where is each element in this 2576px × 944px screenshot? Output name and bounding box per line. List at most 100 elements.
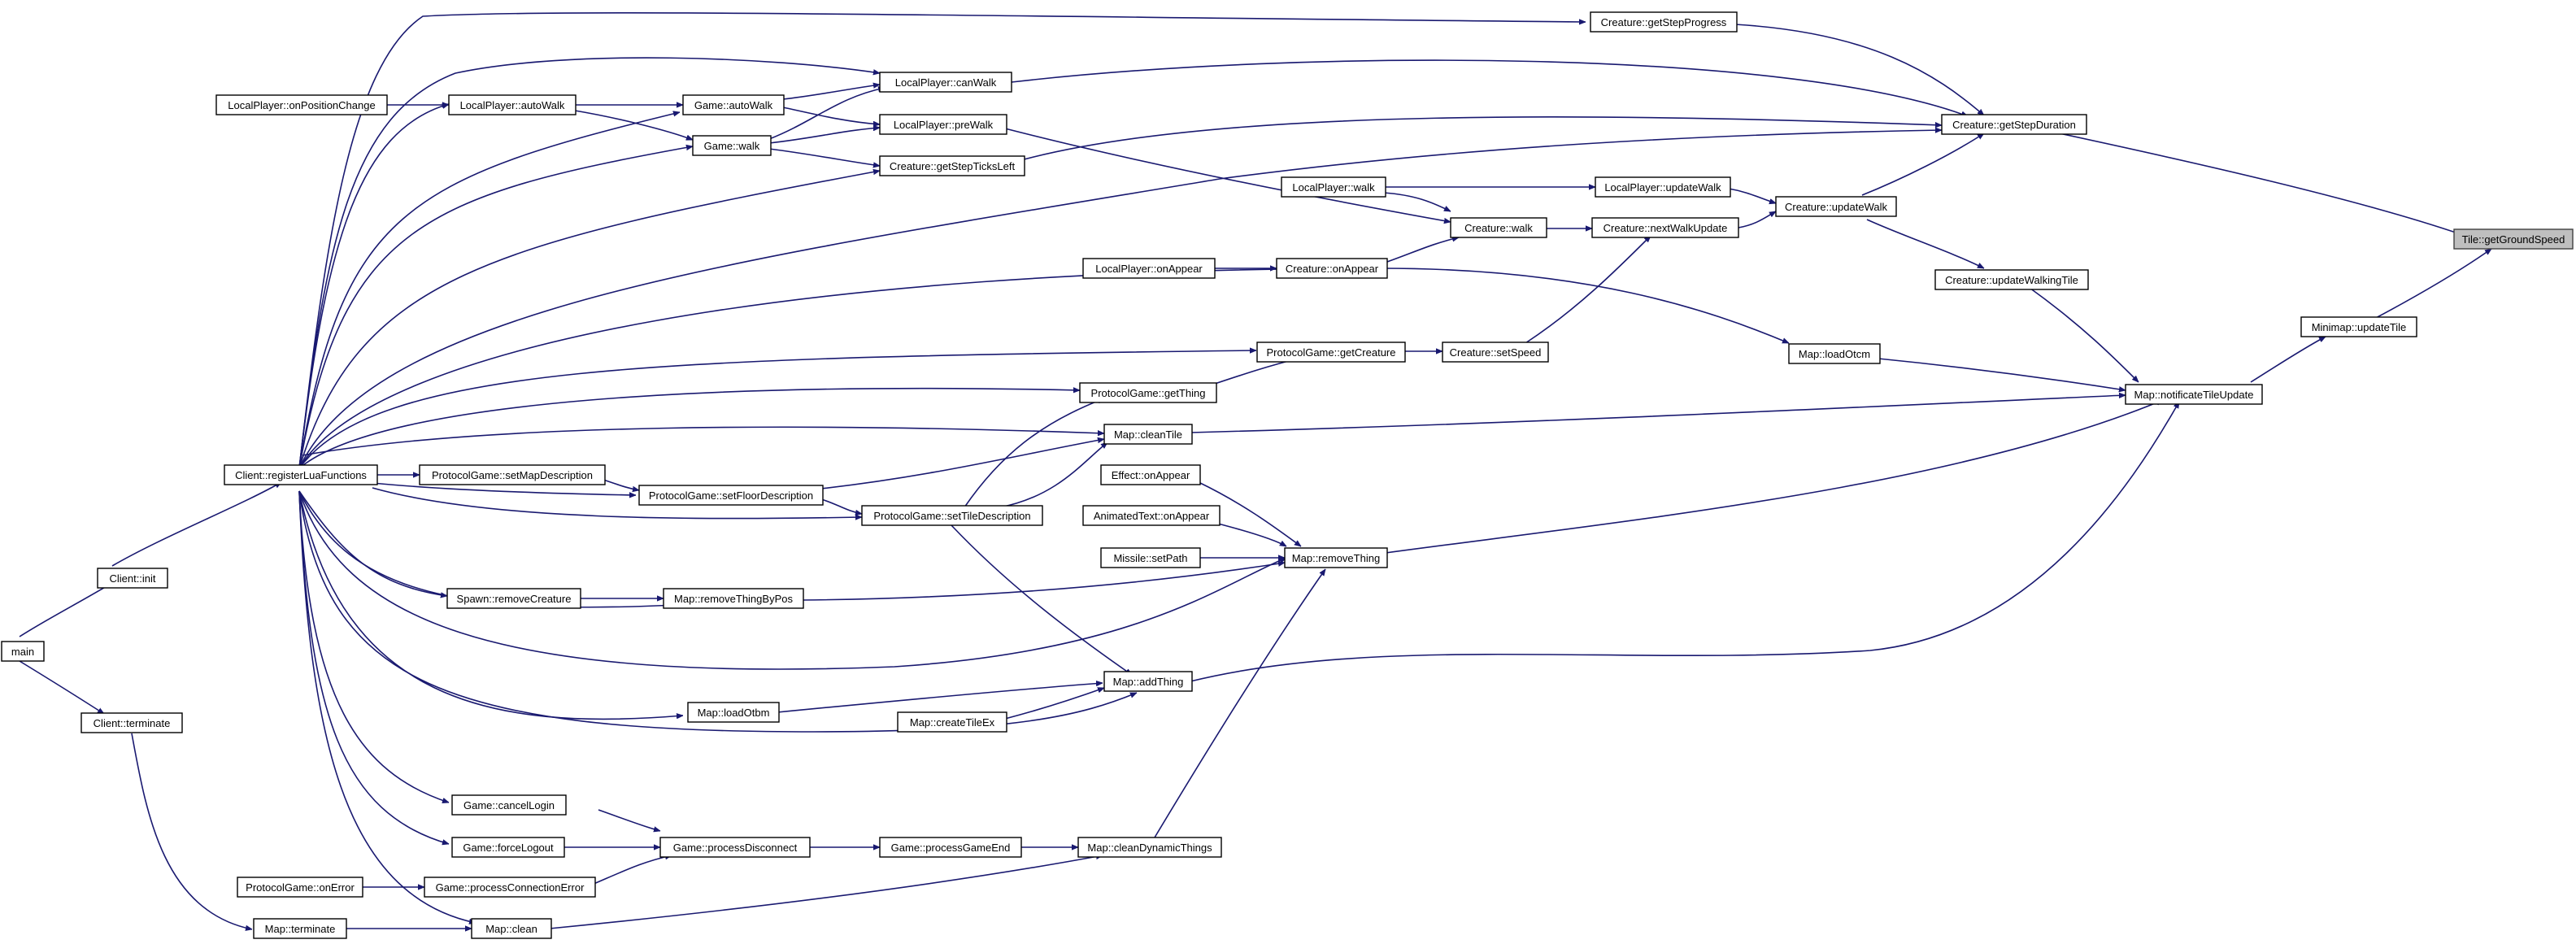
node-game-processgameend[interactable]: Game::processGameEnd	[879, 837, 1022, 858]
node-lp-autowalk[interactable]: LocalPlayer::autoWalk	[448, 94, 577, 115]
node-label: Creature::walk	[1464, 222, 1533, 234]
edge-register-c-getstepticksleft	[298, 171, 880, 469]
nodes: main Client::init Client::terminate Clie…	[1, 11, 2574, 939]
edge-register-lp-canwalk	[298, 57, 880, 469]
node-label: Creature::onAppear	[1286, 263, 1379, 275]
node-lp-onappear[interactable]: LocalPlayer::onAppear	[1082, 258, 1216, 279]
node-label: Map::cleanDynamicThings	[1087, 842, 1212, 854]
edge-register-map-removething	[298, 490, 1286, 670]
node-label: Map::notificateTileUpdate	[2134, 389, 2254, 401]
node-map-notificatetileupdate[interactable]: Map::notificateTileUpdate	[2125, 384, 2263, 405]
node-game-walk[interactable]: Game::walk	[692, 135, 772, 156]
node-label: LocalPlayer::preWalk	[894, 119, 994, 131]
node-game-autowalk[interactable]: Game::autoWalk	[682, 94, 785, 115]
node-label: LocalPlayer::onAppear	[1095, 263, 1203, 275]
edge-minimap-updatetile-tile-getgroundspeed	[2374, 248, 2491, 320]
node-label: ProtocolGame::onError	[246, 881, 355, 894]
node-map-cleantile[interactable]: Map::cleanTile	[1103, 424, 1193, 445]
node-label: Creature::updateWalkingTile	[1945, 274, 2078, 286]
node-c-getstepprogress[interactable]: Creature::getStepProgress	[1590, 11, 1738, 33]
node-game-processdisconnect[interactable]: Game::processDisconnect	[659, 837, 811, 858]
node-label: main	[11, 646, 34, 658]
edge-game-walk-lp-prewalk	[768, 128, 880, 144]
node-spawn-removecreature[interactable]: Spawn::removeCreature	[446, 588, 581, 609]
node-c-updatewalk[interactable]: Creature::updateWalk	[1775, 196, 1897, 217]
node-label: LocalPlayer::updateWalk	[1604, 181, 1721, 194]
node-c-walk[interactable]: Creature::walk	[1450, 217, 1547, 238]
node-label: Creature::getStepDuration	[1952, 119, 2076, 131]
node-minimap-updatetile[interactable]: Minimap::updateTile	[2300, 316, 2417, 337]
node-map-removethingbypos[interactable]: Map::removeThingByPos	[663, 588, 804, 609]
node-c-onappear[interactable]: Creature::onAppear	[1276, 258, 1388, 279]
node-lp-canwalk[interactable]: LocalPlayer::canWalk	[879, 72, 1012, 93]
node-tile-getgroundspeed[interactable]: Tile::getGroundSpeed	[2453, 228, 2574, 250]
edge-game-walk-lp-canwalk	[768, 88, 885, 140]
node-label: LocalPlayer::canWalk	[895, 76, 997, 89]
node-pg-getthing[interactable]: ProtocolGame::getThing	[1079, 382, 1217, 403]
node-map-cleandynamicthings[interactable]: Map::cleanDynamicThings	[1077, 837, 1222, 858]
node-client-terminate[interactable]: Client::terminate	[80, 712, 183, 733]
node-lp-walk[interactable]: LocalPlayer::walk	[1281, 176, 1386, 198]
node-label: Map::cleanTile	[1114, 428, 1182, 441]
node-map-loadotcm[interactable]: Map::loadOtcm	[1788, 343, 1881, 364]
edges	[19, 11, 2491, 929]
edge-pg-setmapdesc-pg-setfloordesc	[603, 479, 639, 490]
edge-pg-setfloordesc-pg-settiledesc	[820, 498, 862, 514]
edge-game-autowalk-lp-canwalk	[782, 85, 880, 100]
node-c-updatewalkingtile[interactable]: Creature::updateWalkingTile	[1934, 269, 2089, 290]
edge-game-cancellogin-processdisconnect	[598, 809, 660, 831]
node-label: Game::processDisconnect	[673, 842, 798, 854]
node-game-cancellogin[interactable]: Game::cancelLogin	[451, 794, 567, 816]
edge-c-updatewalk-c-getstepduration	[1861, 133, 1984, 196]
node-label: Client::init	[109, 572, 155, 585]
node-label: Map::loadOtbm	[698, 707, 770, 719]
node-c-setspeed[interactable]: Creature::setSpeed	[1442, 341, 1549, 363]
edge-lp-updatewalk-c-updatewalk	[1728, 188, 1776, 203]
node-pg-setmapdescription[interactable]: ProtocolGame::setMapDescription	[419, 464, 606, 485]
edge-register-spawn-removecreature	[298, 490, 447, 596]
node-pg-getcreature[interactable]: ProtocolGame::getCreature	[1256, 341, 1406, 363]
node-pg-onerror[interactable]: ProtocolGame::onError	[237, 877, 363, 898]
edge-register-pg-getthing	[298, 389, 1080, 469]
node-lp-updatewalk[interactable]: LocalPlayer::updateWalk	[1595, 176, 1731, 198]
node-pg-settiledescription[interactable]: ProtocolGame::setTileDescription	[861, 505, 1043, 526]
edge-map-createtileex-map-addthing	[1004, 687, 1104, 720]
node-c-getstepduration[interactable]: Creature::getStepDuration	[1941, 114, 2087, 135]
node-register-lua-functions[interactable]: Client::registerLuaFunctions	[224, 464, 378, 485]
node-missile-setpath[interactable]: Missile::setPath	[1100, 547, 1201, 568]
node-label: Game::processConnectionError	[436, 881, 585, 894]
node-map-terminate[interactable]: Map::terminate	[253, 918, 347, 939]
node-game-processconnectionerror[interactable]: Game::processConnectionError	[424, 877, 596, 898]
edge-lp-walk-c-walk	[1383, 192, 1451, 212]
edge-register-pg-getcreature	[298, 350, 1256, 469]
edge-map-cleantile-map-notify	[1190, 395, 2126, 433]
node-main[interactable]: main	[1, 641, 45, 662]
node-client-init[interactable]: Client::init	[97, 568, 168, 589]
node-c-getstepticksleft[interactable]: Creature::getStepTicksLeft	[879, 155, 1025, 176]
edge-pg-settiledesc-map-addthing	[951, 524, 1132, 676]
node-animatedtext-onappear[interactable]: AnimatedText::onAppear	[1082, 505, 1221, 526]
node-c-nextwalkupdate[interactable]: Creature::nextWalkUpdate	[1591, 217, 1739, 238]
node-lp-onpositionchange[interactable]: LocalPlayer::onPositionChange	[215, 94, 388, 115]
node-pg-setfloordescription[interactable]: ProtocolGame::setFloorDescription	[638, 485, 824, 506]
node-game-forcelogout[interactable]: Game::forceLogout	[451, 837, 565, 858]
edge-game-autowalk-lp-prewalk	[782, 107, 880, 124]
node-label: LocalPlayer::autoWalk	[460, 99, 565, 111]
node-lp-prewalk[interactable]: LocalPlayer::preWalk	[879, 114, 1007, 135]
edge-animtext-onappear-map-removething	[1217, 523, 1286, 547]
node-label: Tile::getGroundSpeed	[2462, 233, 2565, 246]
node-map-loadotbm[interactable]: Map::loadOtbm	[687, 702, 780, 723]
node-label: Creature::getStepProgress	[1601, 16, 1727, 28]
node-map-removething[interactable]: Map::removeThing	[1284, 547, 1388, 568]
node-effect-onappear[interactable]: Effect::onAppear	[1100, 464, 1201, 485]
edge-register-pg-settiledesc	[372, 487, 862, 519]
node-label: Map::terminate	[265, 923, 336, 935]
node-label: Creature::getStepTicksLeft	[890, 160, 1016, 172]
edge-map-clean-map-cleandynamic	[549, 855, 1103, 929]
node-map-createtileex[interactable]: Map::createTileEx	[897, 711, 1007, 733]
node-label: Client::registerLuaFunctions	[235, 469, 367, 481]
edge-register-map-removethingbypos	[298, 490, 707, 608]
node-map-clean[interactable]: Map::clean	[471, 918, 552, 939]
node-map-addthing[interactable]: Map::addThing	[1103, 671, 1193, 692]
